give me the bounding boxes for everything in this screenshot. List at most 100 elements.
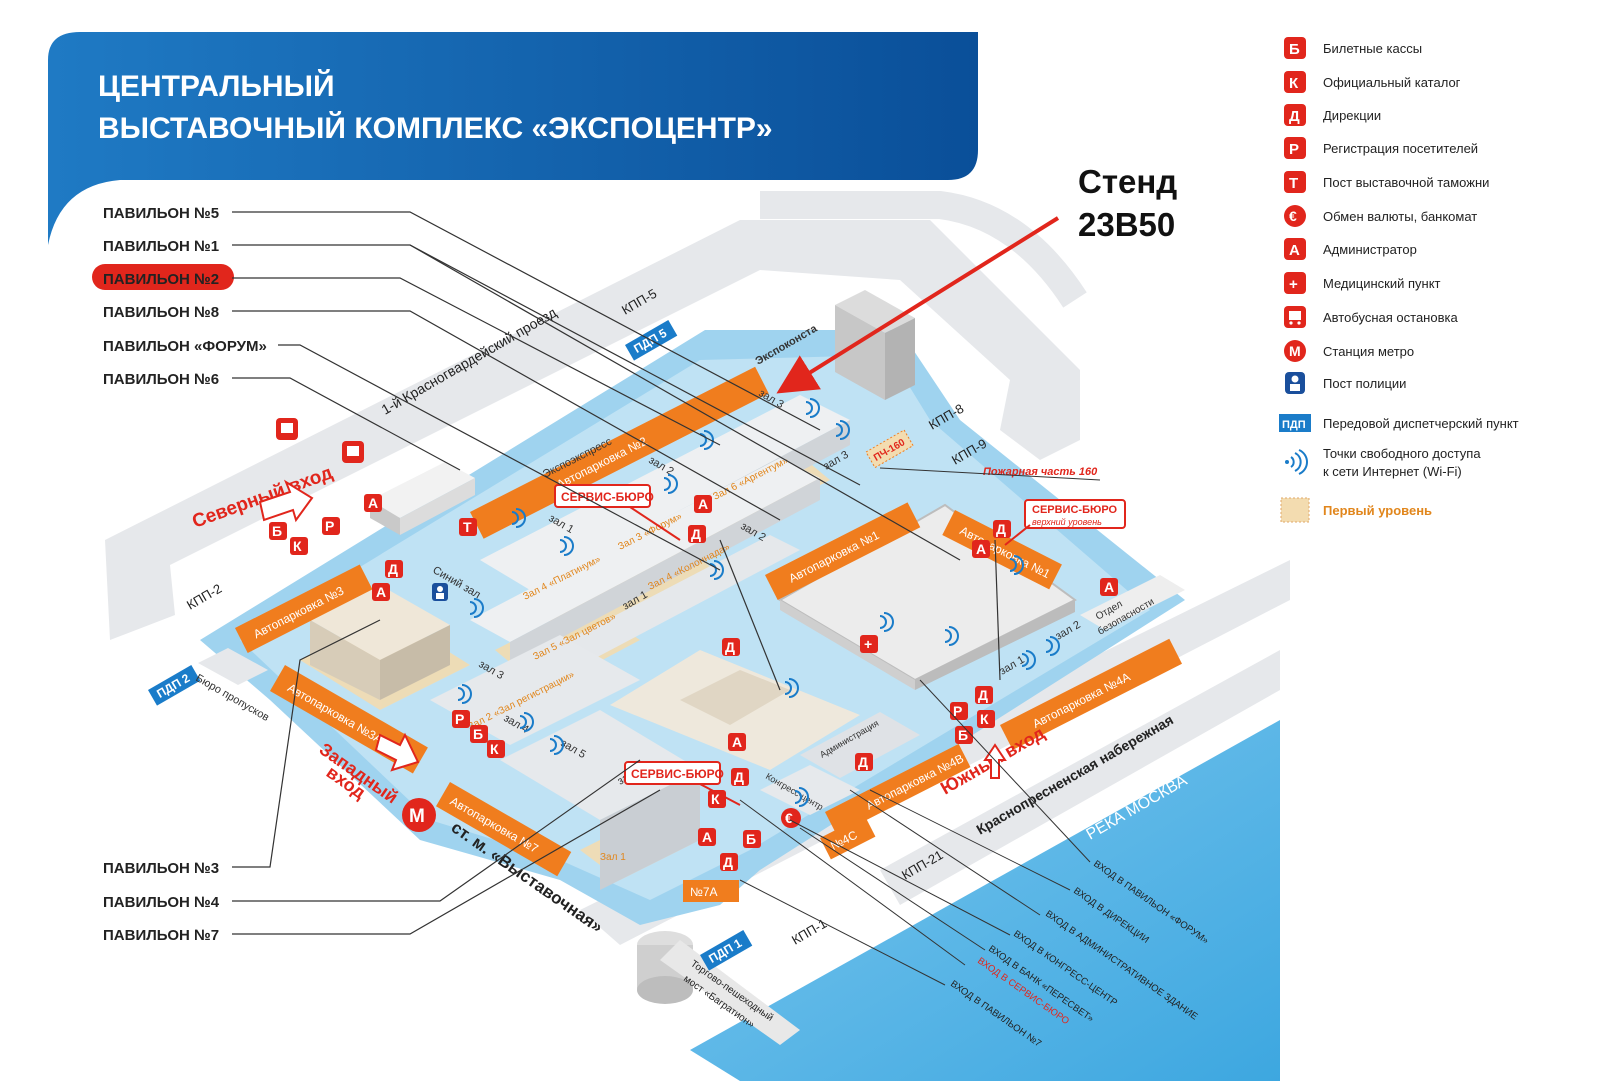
pavilion-label: ПАВИЛЬОН «ФОРУМ» [103,338,267,355]
pavilion-label: ПАВИЛЬОН №8 [103,304,219,321]
legend-icon-glyph: Б [1289,41,1300,58]
wifi-icon [879,612,894,632]
svg-text:К: К [980,711,989,727]
svg-text:Б: Б [272,523,282,539]
poi-director-icon: Д [731,768,749,786]
wifi-icon [1285,449,1308,475]
svg-text:А: А [976,541,986,557]
legend-icon-glyph: + [1289,276,1298,293]
poi-admin-icon: А [694,495,712,513]
poi-police-icon [432,583,448,601]
wifi-icon [709,560,724,580]
fire-station-leader [879,467,1101,481]
pavilion-labels-top: ПАВИЛЬОН №5 ПАВИЛЬОН №1 ПАВИЛЬОН №2 ПАВИ… [92,205,267,388]
wifi-icon [805,398,820,418]
wifi-icon [944,626,959,646]
pavilion-label: ПАВИЛЬОН №1 [103,238,219,255]
svg-text:Б: Б [958,727,968,743]
police-icon [1285,372,1305,394]
svg-text:К: К [293,538,302,554]
customs-icon: Т [1284,171,1306,193]
poi-admin-icon: A [364,494,382,512]
wifi-icon [559,536,574,556]
kpp-1: КПП-1 [789,916,829,948]
svg-text:верхний уровень: верхний уровень [1032,517,1102,527]
pavilion-2-highlight [92,264,234,290]
header-banner [48,32,978,245]
svg-text:M: M [409,806,425,827]
fire-badge: ПЧ-160 [865,429,914,469]
poi-registration-icon: Р [322,517,340,535]
pavilion-label: ПАВИЛЬОН №4 [103,894,220,911]
stand-label-line2: 23B50 [1078,206,1175,243]
wifi-icon [457,684,472,704]
svg-text:Т: Т [463,519,472,535]
legend-label: Точки свободного доступа [1323,446,1481,461]
svg-text:Д: Д [858,754,868,770]
wifi-icon [699,430,714,450]
poi-customs-icon: Т [459,518,477,536]
entrance-leader-lines [739,679,1091,986]
pavilion-label: ПАВИЛЬОН №6 [103,371,219,388]
directorate-icon: Д [1284,104,1306,126]
poi-catalog-icon: К [290,537,308,555]
legend-icon-glyph: А [1289,242,1300,259]
svg-text:Р: Р [953,703,962,719]
legend-label: Официальный каталог [1323,75,1461,90]
fire-station-label: Пожарная часть 160 [983,466,1098,478]
svg-text:СЕРВИС-БЮРО: СЕРВИС-БЮРО [561,490,654,504]
svg-text:ПДП 2: ПДП 2 [154,671,192,701]
svg-text:Д: Д [725,639,735,655]
svg-text:СЕРВИС-БЮРО: СЕРВИС-БЮРО [1032,504,1118,516]
wifi-icon [519,712,534,732]
poi-catalog-icon: К [487,740,505,758]
pavilion-label: ПАВИЛЬОН №5 [103,205,219,222]
metro-map-icon: M [402,798,436,832]
catalog-icon: К [1284,71,1306,93]
wifi-icon [1045,636,1060,656]
bus-stop-icon [1284,306,1306,328]
poi-bus-icon [276,418,298,440]
kpp-2: КПП-2 [184,581,224,613]
legend-icon-glyph: Д [1289,108,1300,125]
poi-ticket-icon: Б [743,830,761,848]
svg-text:Д: Д [723,854,733,870]
service-bureau-1: СЕРВИС-БЮРО [554,484,681,541]
legend-label: Билетные кассы [1323,41,1422,56]
svg-text:А: А [732,734,742,750]
buildings [198,290,1185,1045]
legend-label: Передовой диспетчерский пункт [1323,416,1519,431]
svg-text:А: А [1104,579,1114,595]
currency-exchange-icon: € [1284,205,1306,227]
hall-label: Зал 1 [600,852,626,863]
parking-1-right-bar [942,509,1062,590]
stand-arrow [776,216,1060,394]
svg-text:A: A [368,495,378,511]
poi-registration-icon: Р [452,710,470,728]
poi-admin-icon: А [972,540,990,558]
map-poi-icons: A Б К Р Т Д А А Д Д А А Д + Д Р К Б Д Р … [269,418,1118,871]
legend-icon-glyph: € [1289,208,1297,224]
west-entrance-arrow [374,732,420,772]
poi-director-icon: Д [385,560,403,578]
legend-label: Станция метро [1323,344,1414,359]
svg-text:СЕРВИС-БЮРО: СЕРВИС-БЮРО [631,767,724,781]
svg-text:Д: Д [996,521,1006,537]
poi-ticket-icon: Б [955,726,973,744]
wifi-icon [835,420,850,440]
svg-text:А: А [702,829,712,845]
legend-label: Первый уровень [1323,503,1432,518]
poi-ticket-icon: Б [269,522,287,540]
poi-admin-icon: А [1100,578,1118,596]
poi-director-icon: Д [688,525,706,543]
poi-catalog-icon: К [708,790,726,808]
pavilion-labels-bottom: ПАВИЛЬОН №3 ПАВИЛЬОН №4 ПАВИЛЬОН №7 [103,860,220,944]
medical-icon: + [1284,272,1306,294]
legend-label: Автобусная остановка [1323,310,1458,325]
pavilion-leader-lines [232,211,1001,935]
wifi-icon [511,508,526,528]
poi-director-icon: Д [855,753,873,771]
legend-label: Пост полиции [1323,376,1406,391]
title-line1: ЦЕНТРАЛЬНЫЙ [98,69,335,103]
